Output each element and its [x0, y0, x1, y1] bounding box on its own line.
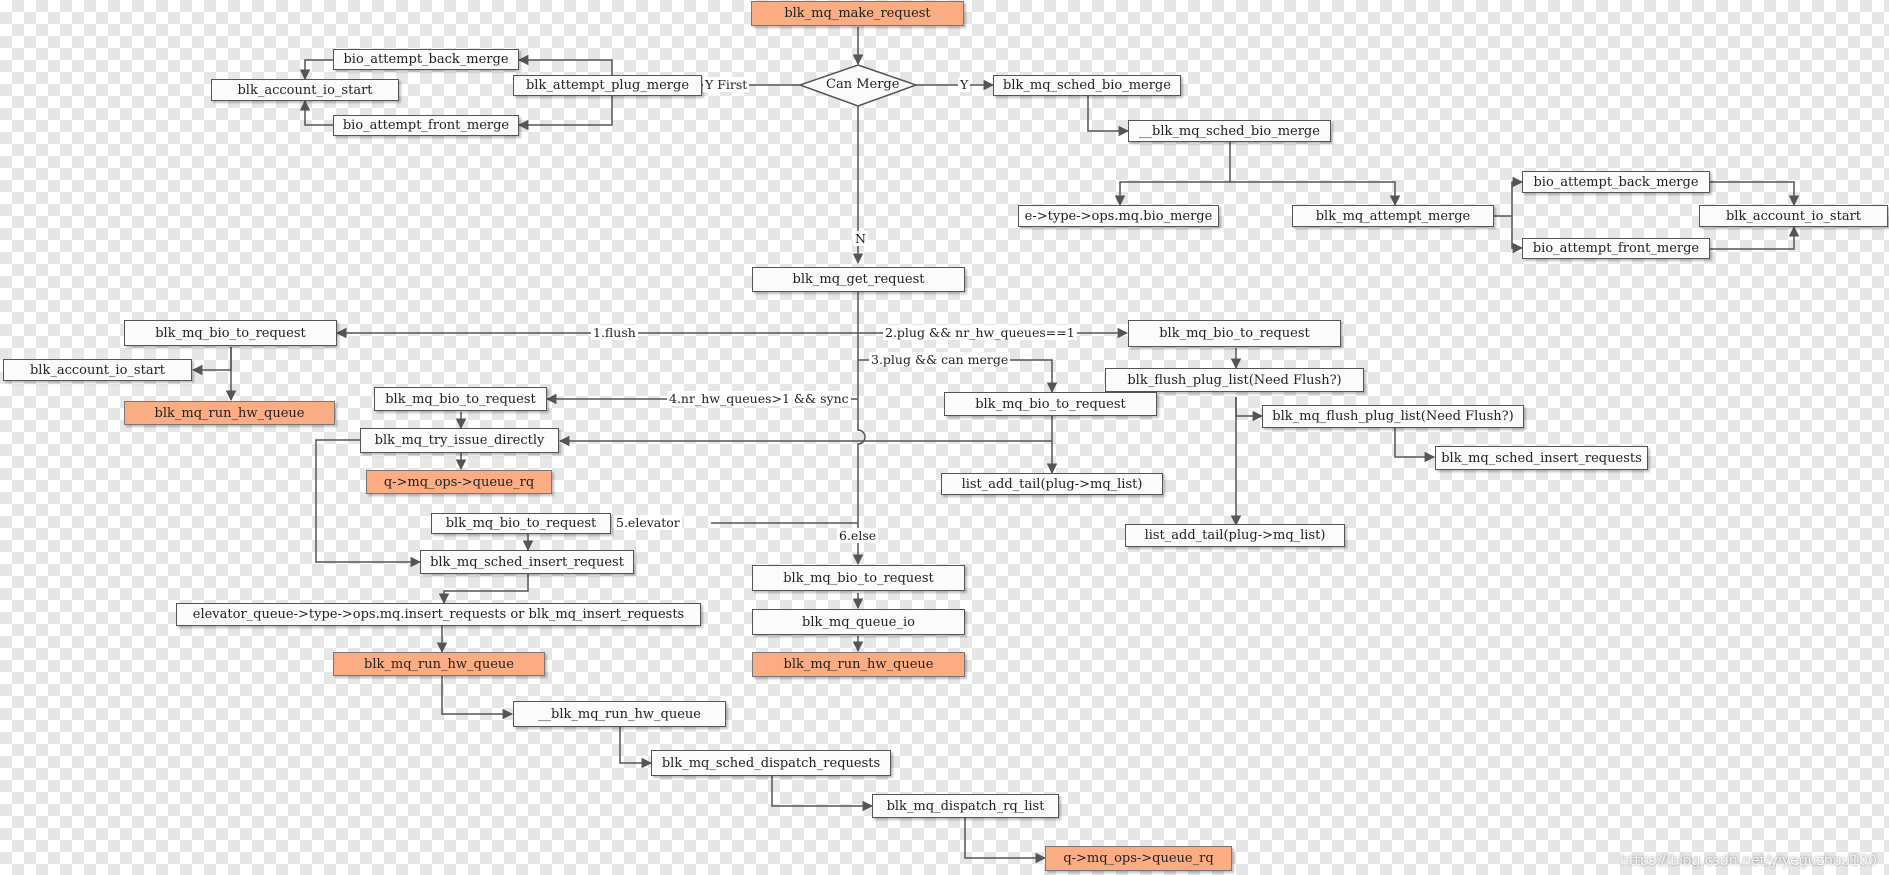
node-pm-back-merge[interactable]: bio_attempt_back_merge [333, 49, 519, 70]
node-b3-sched-insert-requests[interactable]: blk_mq_sched_insert_requests [1435, 446, 1648, 470]
edge-plugmerge-to-frontmerge [517, 94, 613, 131]
edge-mqflushplug-to-schedinsert [1394, 428, 1436, 463]
can-merge-label: Can Merge [826, 77, 900, 92]
node-am-account[interactable]: blk_account_io_start [1699, 205, 1888, 227]
node-b1-account[interactable]: blk_account_io_start [3, 359, 192, 381]
edge-label-y-first: Y First [703, 77, 750, 92]
node-b5-sched-dispatch[interactable]: blk_mq_sched_dispatch_requests [651, 750, 891, 776]
edge-b1-to-account [191, 347, 232, 376]
edge-2-to-ebiomerge [1114, 141, 1231, 207]
node-b5-elevator-insert[interactable]: elevator_queue->type->ops.mq.insert_requ… [176, 603, 701, 626]
node-b1-run-hw-queue[interactable]: blk_mq_run_hw_queue [124, 401, 335, 425]
edge-label-elevator: 5.elevator [614, 515, 682, 530]
edge-label-flush: 1.flush [591, 325, 638, 340]
edge-rqlist-to-queuerq [964, 818, 1047, 864]
node-b5-bio-to-request[interactable]: blk_mq_bio_to_request [431, 513, 611, 534]
node-b6-queue-io[interactable]: blk_mq_queue_io [752, 609, 965, 635]
edge-2-to-attemptmerge [1230, 181, 1401, 207]
edge-dispatch-to-rqlist [771, 776, 874, 812]
node-b3-bio-to-request[interactable]: blk_mq_bio_to_request [944, 392, 1157, 416]
node-am-back-merge[interactable]: bio_attempt_back_merge [1522, 171, 1710, 193]
node-pm-account[interactable]: blk_account_io_start [211, 79, 399, 101]
node-attempt-merge[interactable]: blk_mq_attempt_merge [1292, 205, 1494, 227]
node-b1-bio-to-request[interactable]: blk_mq_bio_to_request [124, 320, 337, 346]
node-sched-bio-merge[interactable]: blk_mq_sched_bio_merge [993, 75, 1181, 96]
edge-label-plug-can-merge: 3.plug && can merge [869, 352, 1011, 367]
node-b2-bio-to-request[interactable]: blk_mq_bio_to_request [1128, 320, 1341, 347]
node-b6-run-hw-queue[interactable]: blk_mq_run_hw_queue [752, 652, 965, 677]
node-b2-list-add-tail[interactable]: list_add_tail(plug->mq_list) [1125, 524, 1345, 547]
edge-attemptmerge-to-backmerge [1494, 176, 1524, 217]
edge-attemptmerge-to-frontmerge [1511, 216, 1524, 254]
node-b3-mq-flush-plug-list[interactable]: blk_mq_flush_plug_list(Need Flush?) [1262, 405, 1524, 428]
node-b4-try-issue-directly[interactable]: blk_mq_try_issue_directly [360, 428, 559, 453]
node-b5-dispatch-rq-list[interactable]: blk_mq_dispatch_rq_list [872, 794, 1059, 818]
edge-label-multi-sync: 4.nr_hw_queues>1 && sync [667, 391, 851, 406]
edge-label-else: 6.else [837, 528, 879, 543]
edge-tryissue-to-schedinsert [315, 439, 422, 568]
edge-label-n: N [853, 231, 868, 246]
node-b5-run-hw-queue2[interactable]: __blk_mq_run_hw_queue [513, 701, 726, 727]
node-b6-bio-to-request[interactable]: blk_mq_bio_to_request [752, 565, 965, 591]
edge-runhw2-to-dispatch [619, 727, 653, 769]
node-b3-list-add-tail[interactable]: list_add_tail(plug->mq_list) [941, 473, 1163, 495]
node-make-request[interactable]: blk_mq_make_request [751, 1, 964, 26]
node-b4-bio-to-request[interactable]: blk_mq_bio_to_request [374, 387, 547, 411]
edge-trunk [857, 292, 866, 543]
node-am-front-merge[interactable]: bio_attempt_front_merge [1522, 238, 1710, 259]
node-b2-flush-plug-list[interactable]: blk_flush_plug_list(Need Flush?) [1105, 368, 1364, 392]
edge-schedinsert-to-elevinsert [438, 574, 529, 605]
node-get-request[interactable]: blk_mq_get_request [752, 267, 965, 292]
node-b5-queue-rq[interactable]: q->mq_ops->queue_rq [1045, 846, 1232, 871]
edge-schedbiomerge-to-2 [1087, 95, 1130, 137]
node-sched-bio-merge2[interactable]: __blk_mq_sched_bio_merge [1128, 120, 1331, 142]
edge-frontmerge-to-account [299, 99, 333, 126]
node-b5-sched-insert-request[interactable]: blk_mq_sched_insert_request [420, 550, 634, 574]
edge-am-frontmerge-to-account [1710, 225, 1800, 250]
edge-am-backmerge-to-account [1710, 181, 1800, 207]
edge-backmerge-to-account [299, 59, 333, 81]
edge-flushplug-to-mqflushplug [1235, 397, 1264, 422]
node-e-bio-merge[interactable]: e->type->ops.mq.bio_merge [1018, 205, 1219, 227]
can-merge-diamond [797, 64, 919, 107]
edge-plugmerge-to-backmerge [517, 54, 613, 76]
node-plug-merge[interactable]: blk_attempt_plug_merge [513, 75, 702, 96]
edge-label-y: Y [958, 77, 971, 92]
edge-runhw-to-runhw2 [441, 676, 514, 720]
edge-label-plug-single: 2.plug && nr_hw_queues==1 [883, 325, 1077, 340]
node-pm-front-merge[interactable]: bio_attempt_front_merge [333, 115, 519, 136]
watermark: https://blog.csdn.net/yiyeguzhou100 [1620, 853, 1877, 869]
node-b4-queue-rq[interactable]: q->mq_ops->queue_rq [366, 470, 552, 494]
node-b5-run-hw-queue[interactable]: blk_mq_run_hw_queue [333, 652, 545, 676]
